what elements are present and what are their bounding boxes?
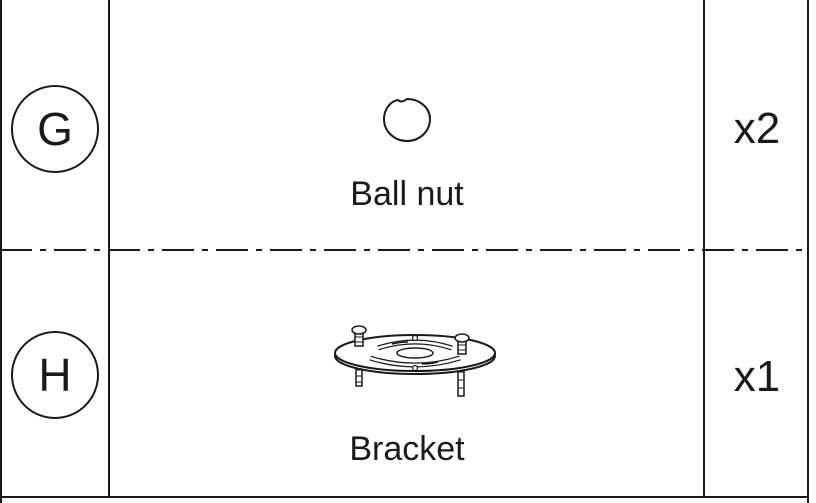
part-quantity: x1 <box>733 352 781 401</box>
part-letter-badge: G <box>11 85 99 173</box>
part-letter: G <box>37 103 73 155</box>
row-divider-dashdot <box>0 249 809 251</box>
right-border <box>807 0 809 503</box>
part-name: Ball nut <box>350 175 464 213</box>
part-quantity: x2 <box>733 104 781 153</box>
part-letter-badge: H <box>11 331 99 419</box>
ball-nut-icon <box>382 97 432 143</box>
left-border <box>0 0 2 503</box>
part-name: Bracket <box>349 430 465 468</box>
mounting-bracket-icon <box>334 325 496 397</box>
part-letter: H <box>38 349 72 401</box>
bottom-border <box>0 496 809 498</box>
